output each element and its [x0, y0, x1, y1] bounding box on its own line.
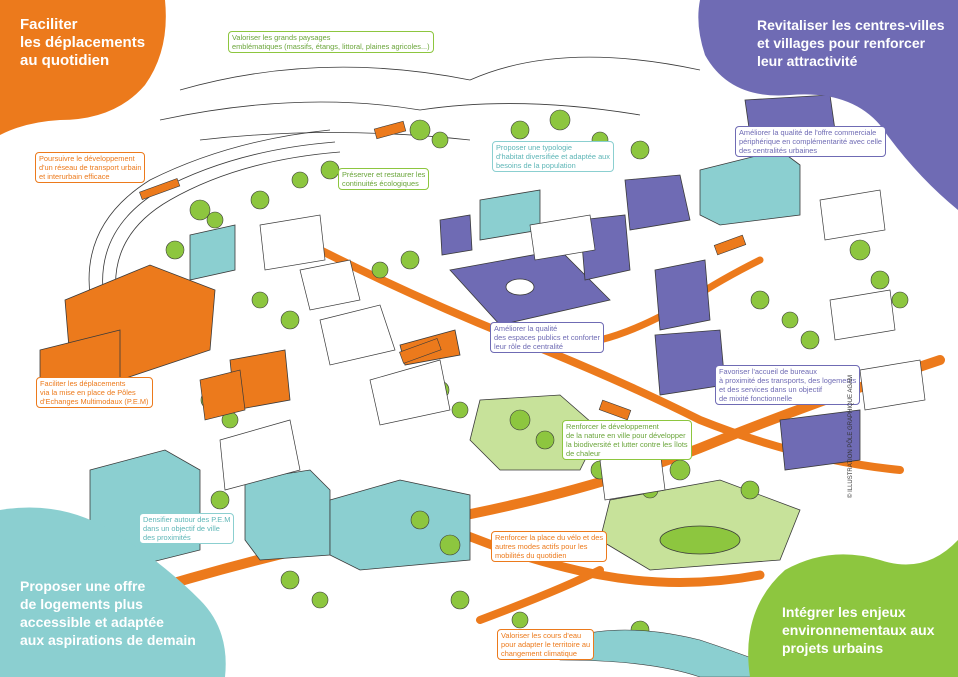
callout-bureaux: Favoriser l'accueil de bureaux à proximi…: [715, 365, 861, 405]
callout-densifier: Densifier autour des P.E.M dans un objec…: [139, 513, 235, 544]
callout-pem: Faciliter les déplacements via la mise e…: [36, 377, 153, 408]
callout-paysages: Valoriser les grands paysages emblématiq…: [228, 31, 434, 53]
callout-commerce: Améliorer la qualité de l'offre commerci…: [735, 126, 886, 157]
corner-blob-top-left: [0, 0, 166, 135]
purple-buildings: [439, 94, 861, 471]
corner-blob-bottom-left: [0, 507, 226, 677]
vehicles: [139, 120, 747, 421]
callout-habitat: Proposer une typologie d'habitat diversi…: [492, 141, 614, 172]
corner-title-centres: Revitaliser les centres-villes et villag…: [757, 17, 945, 69]
callout-nature: Renforcer le développement de la nature …: [562, 420, 692, 460]
corner-title-housing: Proposer une offre de logements plus acc…: [20, 578, 196, 648]
callout-transport: Poursuivre le développement d'un réseau …: [35, 152, 146, 183]
callout-velo: Renforcer la place du vélo et des autres…: [491, 531, 608, 562]
callout-cours-eau: Valoriser les cours d'eau pour adapter l…: [497, 629, 595, 660]
callout-continuites: Préserver et restaurer les continuités é…: [338, 168, 430, 190]
white-buildings: [219, 189, 926, 501]
corner-blob-top-right: [698, 0, 958, 210]
corner-title-mobility: Faciliter les déplacements au quotidien: [20, 16, 146, 69]
corner-title-environment: Intégrer les enjeux environnementaux aux…: [782, 604, 935, 656]
illustration-credit: © ILLUSTRATION PÔLE GRAPHIQUE AGAM: [848, 374, 854, 498]
central-square: [449, 249, 611, 326]
corner-blob-bottom-right: [748, 540, 958, 677]
orange-tower: [199, 369, 246, 421]
callout-espaces-publics: Améliorer la qualité des espaces publics…: [490, 322, 604, 353]
